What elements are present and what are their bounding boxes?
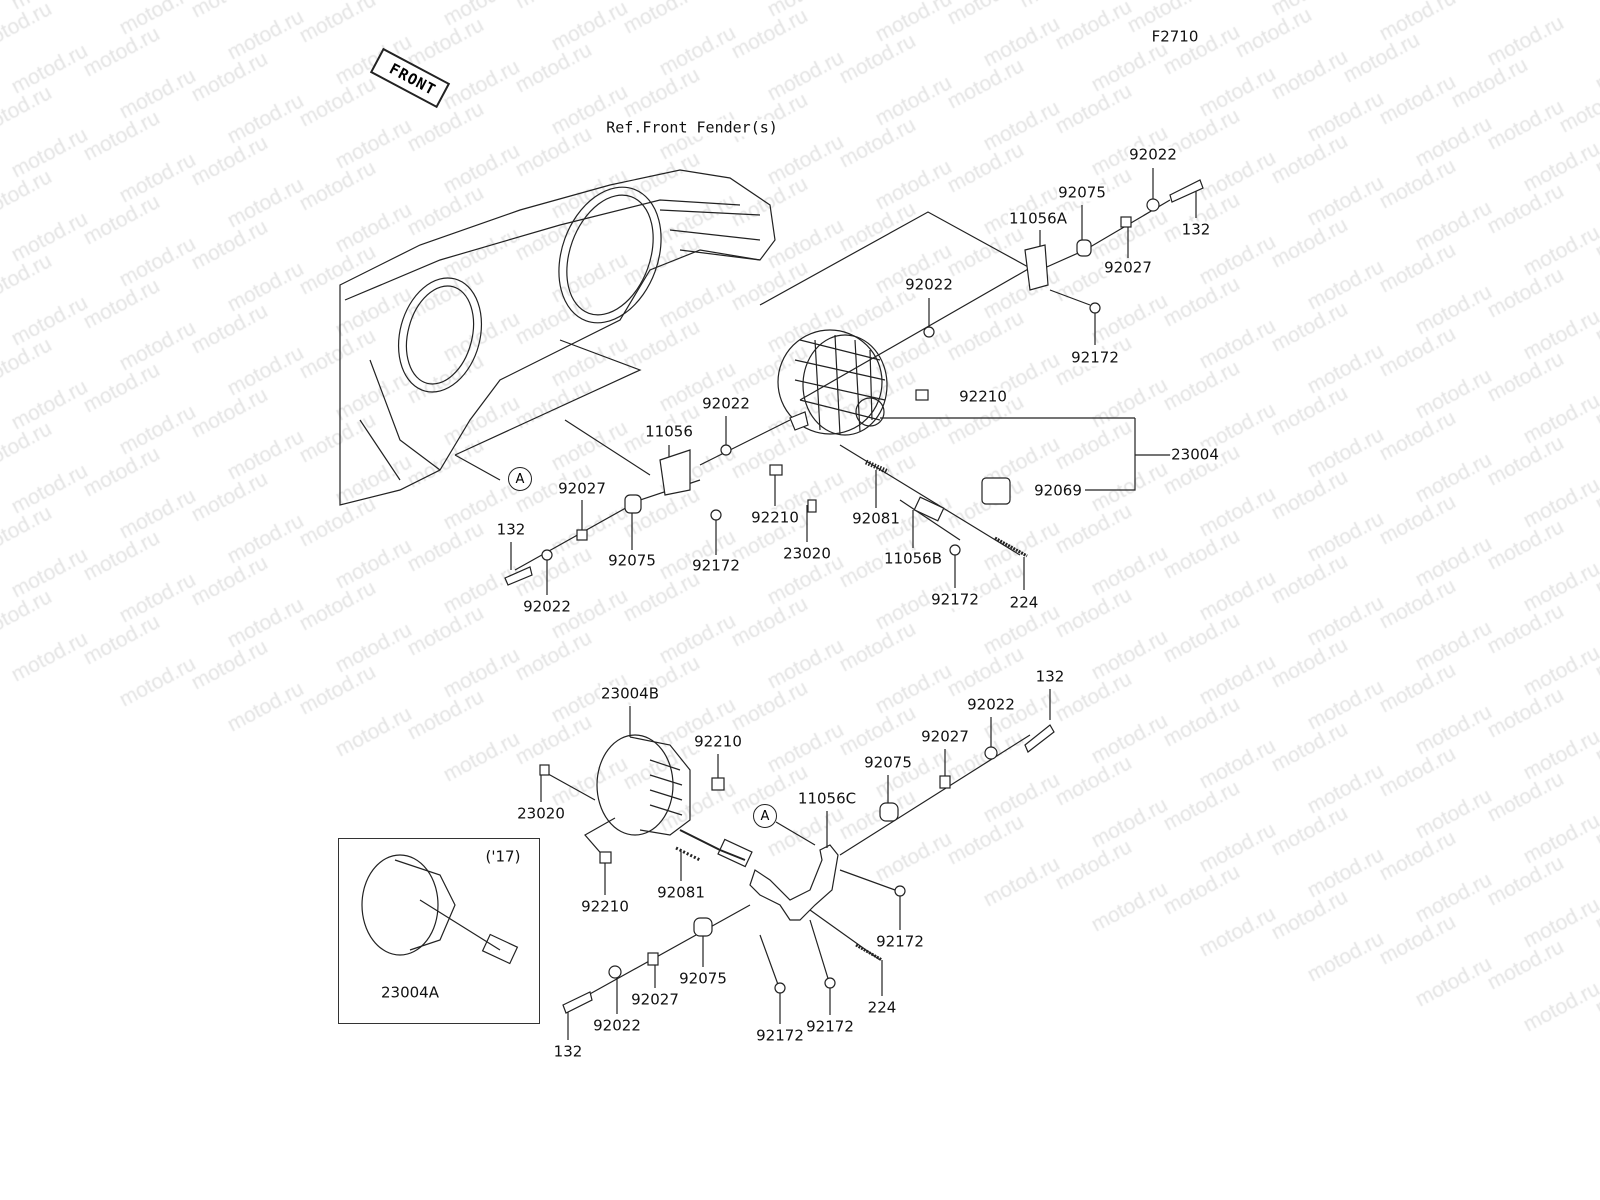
part-label[interactable]: 92027 (1103, 258, 1153, 277)
bracket-11056c-drawing (749, 844, 839, 921)
part-label[interactable]: 23004 (1170, 445, 1220, 464)
part-label[interactable]: 92172 (930, 590, 980, 609)
part-label[interactable]: 23004B (599, 684, 661, 703)
small-parts (504, 179, 1204, 1014)
inset-box-2017: ('17) 23004A (338, 838, 540, 1024)
part-label[interactable]: 92172 (691, 556, 741, 575)
part-label[interactable]: 23020 (782, 544, 832, 563)
reference-mark-a: A (508, 467, 532, 491)
part-label[interactable]: 92022 (592, 1016, 642, 1035)
part-label[interactable]: 92172 (875, 932, 925, 951)
leader-lines (454, 168, 1197, 1040)
part-label[interactable]: 92075 (863, 753, 913, 772)
part-label[interactable]: 92022 (522, 597, 572, 616)
part-label[interactable]: 92022 (1128, 145, 1178, 164)
part-label[interactable]: 132 (495, 520, 527, 539)
part-label[interactable]: 23004A (380, 983, 440, 1002)
part-label[interactable]: 92210 (750, 508, 800, 527)
part-label[interactable]: 92069 (1033, 481, 1083, 500)
part-label[interactable]: 132 (1180, 220, 1212, 239)
part-label[interactable]: 92022 (701, 394, 751, 413)
inset-year-label: ('17) (484, 847, 522, 866)
part-label[interactable]: 92172 (755, 1026, 805, 1045)
part-label[interactable]: 92022 (904, 275, 954, 294)
part-label[interactable]: 92172 (805, 1017, 855, 1036)
led-headlight-drawing (596, 734, 753, 868)
part-label[interactable]: 23020 (516, 804, 566, 823)
part-label[interactable]: 92027 (557, 479, 607, 498)
part-label[interactable]: 224 (1008, 593, 1040, 612)
headlight-unit-drawing (777, 329, 888, 436)
part-label[interactable]: 92172 (1070, 348, 1120, 367)
part-label[interactable]: 92210 (693, 732, 743, 751)
part-label[interactable]: 92075 (1057, 183, 1107, 202)
part-label[interactable]: 11056B (882, 549, 944, 568)
part-label[interactable]: 224 (866, 998, 898, 1017)
part-label[interactable]: 92022 (966, 695, 1016, 714)
reference-label: Ref.Front Fender(s) (605, 118, 779, 137)
inset-headlight-drawing (361, 854, 519, 965)
part-label[interactable]: 11056A (1008, 209, 1068, 228)
part-label[interactable]: 92075 (678, 969, 728, 988)
reference-mark-a: A (753, 804, 777, 828)
part-label[interactable]: 92081 (851, 509, 901, 528)
part-label[interactable]: 11056C (796, 789, 858, 808)
part-label[interactable]: 11056 (644, 422, 694, 441)
part-label[interactable]: 92081 (656, 883, 706, 902)
part-label[interactable]: 92075 (607, 551, 657, 570)
part-label[interactable]: 132 (552, 1042, 584, 1061)
part-label[interactable]: 92027 (630, 990, 680, 1009)
part-label[interactable]: 92210 (580, 897, 630, 916)
part-label[interactable]: 132 (1034, 667, 1066, 686)
diagram-code: F2710 (1150, 27, 1200, 46)
part-label[interactable]: 92210 (958, 387, 1008, 406)
part-label[interactable]: 92027 (920, 727, 970, 746)
front-fender-drawing (339, 169, 776, 506)
